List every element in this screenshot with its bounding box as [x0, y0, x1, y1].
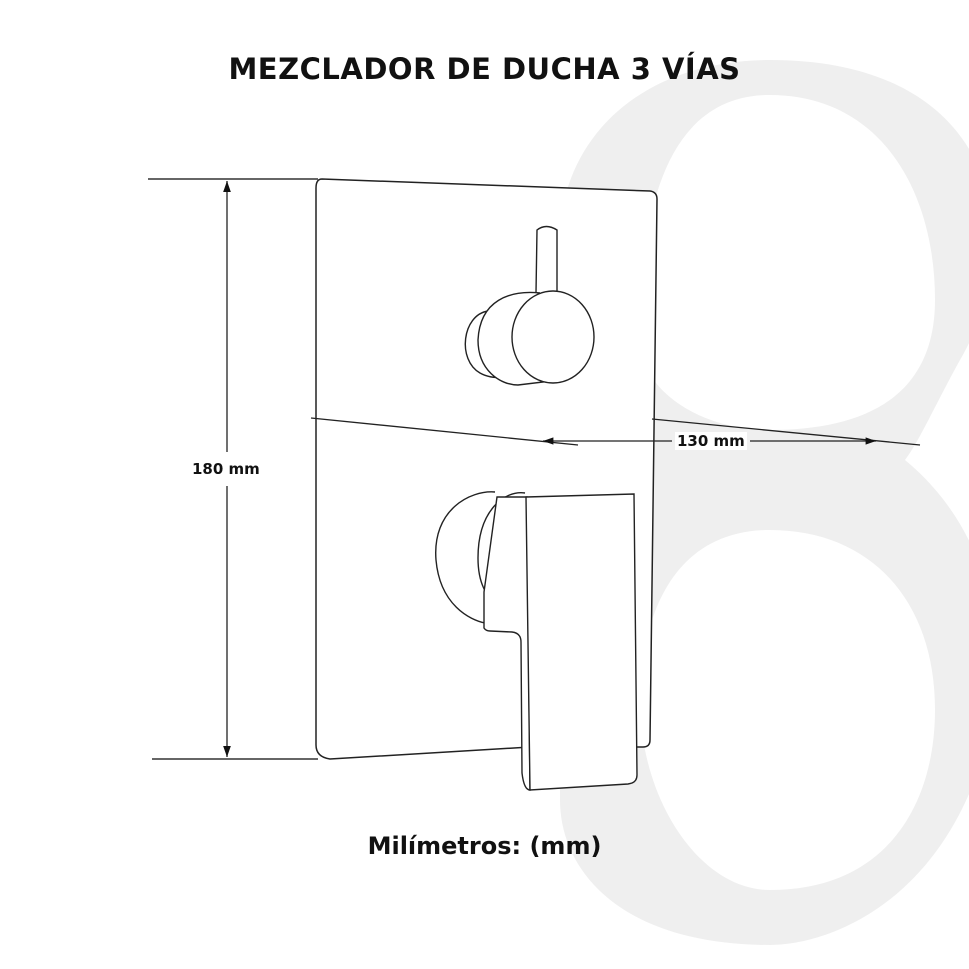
diagram-title: MEZCLADOR DE DUCHA 3 VÍAS [228, 52, 741, 86]
lever-side [483, 496, 531, 791]
width-dimension-label: 130 mm [675, 432, 747, 450]
lever-front-face [525, 493, 638, 791]
height-dimension-label: 180 mm [190, 460, 262, 478]
extension-line-left [310, 417, 579, 446]
width-dimension [310, 417, 921, 446]
knob-stem [535, 225, 558, 294]
diverter-knob [464, 225, 595, 386]
height-dimension [148, 178, 318, 760]
units-caption: Milímetros: (mm) [367, 832, 602, 860]
lever-back-disc [435, 491, 496, 624]
knob-face [511, 290, 595, 384]
mixer-lever [435, 491, 638, 791]
